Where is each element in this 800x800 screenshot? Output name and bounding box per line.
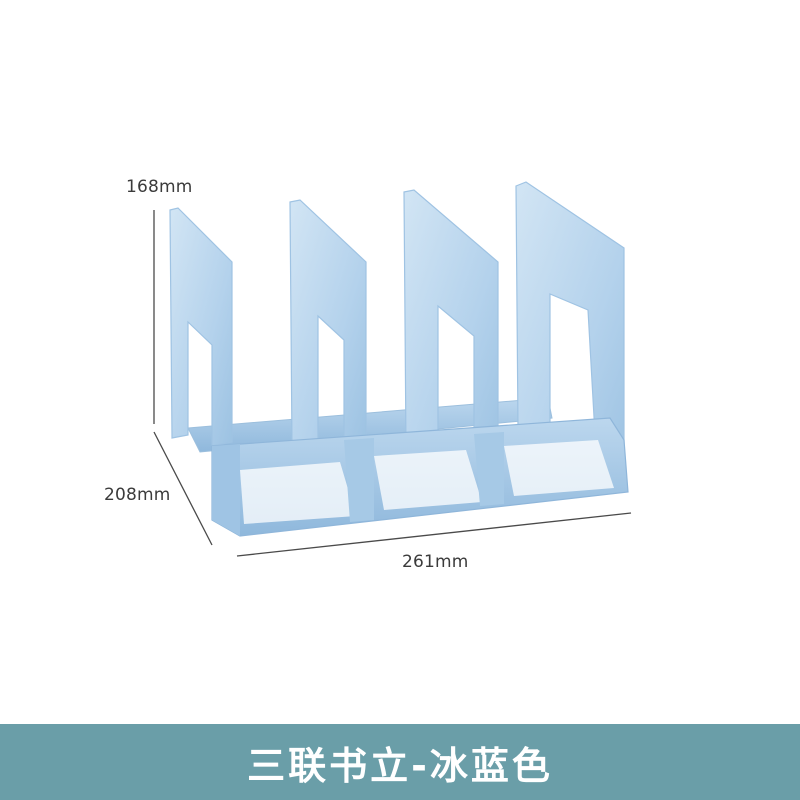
height-label: 168mm [126, 177, 193, 197]
width-label: 261mm [402, 552, 469, 572]
depth-label: 208mm [104, 485, 171, 505]
dimension-lines [153, 210, 632, 557]
depth-dimension-line [153, 431, 213, 546]
base-slot-2 [374, 450, 482, 510]
product-caption: 三联书立-冰蓝色 [247, 743, 553, 788]
base-slot-1 [240, 462, 356, 524]
caption-banner: 三联书立-冰蓝色 [0, 724, 800, 800]
front-post-3 [474, 432, 504, 506]
front-post-1 [212, 444, 240, 536]
width-dimension-line [236, 512, 632, 557]
front-post-2 [344, 438, 374, 522]
book-stand [169, 181, 629, 537]
divider-panel-1 [169, 207, 233, 447]
base-slot-3 [504, 440, 614, 496]
divider-panel-2 [289, 199, 367, 447]
